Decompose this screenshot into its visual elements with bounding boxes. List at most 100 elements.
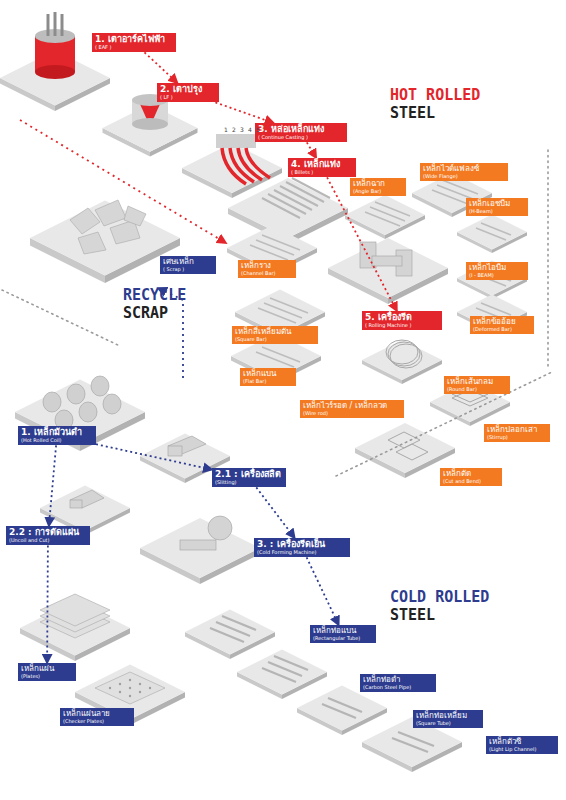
divider-lines [2, 150, 552, 476]
english-label: (Channel Bar) [241, 271, 293, 277]
section-heading: RECYCLE [123, 286, 186, 304]
english-label: (Flat Bar) [243, 379, 293, 385]
label-tag: 2.2 : การตัดแผ่น(Uncoil and Cut) [6, 526, 90, 545]
thai-label: 1. เหล็กม้วนดำ [21, 428, 93, 438]
flow-arrow [96, 444, 212, 469]
label-tag: เหล็กแผ่น(Plates) [18, 663, 76, 681]
label-tag: เหล็กท่อเหลี่ยม(Square Tube) [413, 710, 483, 728]
english-label: ( Billets ) [291, 170, 353, 176]
thai-label: 1. เตาอาร์คไฟฟ้า [95, 35, 173, 45]
thai-label: 3. : เครื่องรีดเย็น [257, 540, 347, 550]
label-tag: 3. หล่อเหล็กแท่ง( Continue Casting ) [255, 123, 347, 142]
section-heading: STEEL [390, 104, 435, 122]
slitter-and-cutter [70, 436, 232, 550]
thai-label: เหล็กไอบีม [469, 264, 525, 273]
english-label: (Deformed Bar) [473, 327, 531, 333]
rolling-mill [360, 242, 412, 276]
english-label: (Square Tube) [416, 721, 480, 727]
label-tag: เหล็กเอชบีม(H-Beam) [466, 198, 528, 216]
thai-label: เหล็กไวร์รอด / เหล็กลวด [303, 402, 401, 411]
thai-label: เหล็กแผ่น [21, 665, 73, 674]
label-tag: เหล็กท่อแบน(Rectangular Tube) [310, 625, 376, 643]
label-tag: เหล็กแบน(Flat Bar) [240, 368, 296, 386]
platforms [0, 51, 527, 773]
thai-label: 5. เครื่องรีด [365, 313, 439, 323]
english-label: (Wide Flange) [423, 174, 505, 180]
section-heading: COLD ROLLED [390, 588, 489, 606]
thai-label: เหล็กราง [241, 262, 293, 271]
scrap-feed-arrow [20, 120, 226, 243]
checker-dots [109, 679, 151, 697]
english-label: (Carbon Steel Pipe) [363, 685, 433, 691]
tube-products [210, 616, 434, 752]
english-label: (Round Bar) [447, 387, 507, 393]
thai-label: เหล็กฉาก [353, 180, 403, 189]
label-tag: 3. : เครื่องรีดเย็น(Cold Forming Machine… [254, 538, 350, 557]
flow-arrow [46, 545, 49, 663]
billet-stack [262, 178, 330, 218]
english-label: (Light Lip Channel) [489, 747, 555, 753]
stirrups [388, 386, 488, 460]
hot-rolled-coils [43, 376, 121, 430]
section-heading: HOT ROLLED [390, 86, 480, 104]
english-label: (Square Bar) [235, 337, 315, 343]
label-tag: เหล็กไอบีม(I - BEAM) [466, 262, 528, 280]
english-label: (Stirrup) [487, 435, 547, 441]
flow-arrow [215, 102, 273, 123]
thai-label: เหล็กแผ่นลาย [63, 710, 131, 719]
label-tag: เหล็กสี่เหลี่ยมตัน(Square Bar) [232, 326, 318, 344]
flow-arrow [327, 177, 397, 311]
thai-label: เหล็กไวด์แฟลงซ์ [423, 165, 505, 174]
section-heading: STEEL [390, 606, 435, 624]
strand-number: 2 [232, 126, 236, 133]
thai-label: เหล็กตัวซี [489, 738, 555, 747]
label-tag: 2.1 : เครื่องสลิต(Slitting) [212, 468, 286, 487]
thai-label: เหล็กตัด [443, 470, 499, 479]
label-tag: เหล็กแผ่นลาย(Checker Plates) [60, 708, 134, 726]
plate-stack [40, 594, 165, 704]
label-tag: เศษเหล็ก( Scrap ) [160, 256, 216, 274]
thai-label: เหล็กสี่เหลี่ยมตัน [235, 328, 315, 337]
thai-label: 2. เตาปรุง [160, 85, 216, 95]
english-label: (I - BEAM) [469, 273, 525, 279]
english-label: (Rectangular Tube) [313, 636, 373, 642]
flow-arrow [145, 52, 178, 83]
label-tag: เหล็กเส้นกลม(Round Bar) [444, 376, 510, 394]
english-label: (Wire rod) [303, 411, 401, 417]
thai-label: เศษเหล็ก [163, 258, 213, 267]
thai-label: เหล็กปลอกเสา [487, 426, 547, 435]
thai-label: 2.1 : เครื่องสลิต [215, 470, 283, 480]
section-heading: SCRAP [123, 304, 168, 322]
flow-arrow [307, 557, 339, 625]
scrap-pile [70, 200, 146, 254]
english-label: ( LF ) [160, 95, 216, 101]
thai-label: 4. เหล็กแท่ง [291, 160, 353, 170]
thai-label: เหล็กแบน [243, 370, 293, 379]
english-label: (Hot Rolled Coil) [21, 438, 93, 444]
label-tag: 1. เตาอาร์คไฟฟ้า( EAF ) [92, 33, 176, 52]
english-label: ( EAF ) [95, 45, 173, 51]
flow-arrow [256, 487, 294, 538]
label-tag: เหล็กปลอกเสา(Stirrup) [484, 424, 550, 442]
label-tag: เหล็กตัด(Cut and Bend) [440, 468, 502, 486]
label-tag: เหล็กไวด์แฟลงซ์(Wide Flange) [420, 163, 508, 181]
english-label: ( Continue Casting ) [258, 135, 344, 141]
label-tag: เหล็กฉาก(Angle Bar) [350, 178, 406, 196]
thai-label: เหล็กท่อดำ [363, 676, 433, 685]
thai-label: เหล็กข้ออ้อย [473, 318, 531, 327]
strand-number: 1 [224, 126, 228, 133]
eaf-furnace [35, 12, 75, 79]
thai-label: 3. หล่อเหล็กแท่ง [258, 125, 344, 135]
label-tag: 4. เหล็กแท่ง( Billets ) [288, 158, 356, 177]
strand-number: 3 [240, 126, 244, 133]
english-label: (Angle Bar) [353, 189, 403, 195]
thai-label: เหล็กท่อเหลี่ยม [416, 712, 480, 721]
thai-label: เหล็กเส้นกลม [447, 378, 507, 387]
label-tag: เหล็กท่อดำ(Carbon Steel Pipe) [360, 674, 436, 692]
english-label: (Slitting) [215, 480, 283, 486]
flow-arrow [49, 445, 56, 526]
flow-arrow [307, 142, 316, 158]
